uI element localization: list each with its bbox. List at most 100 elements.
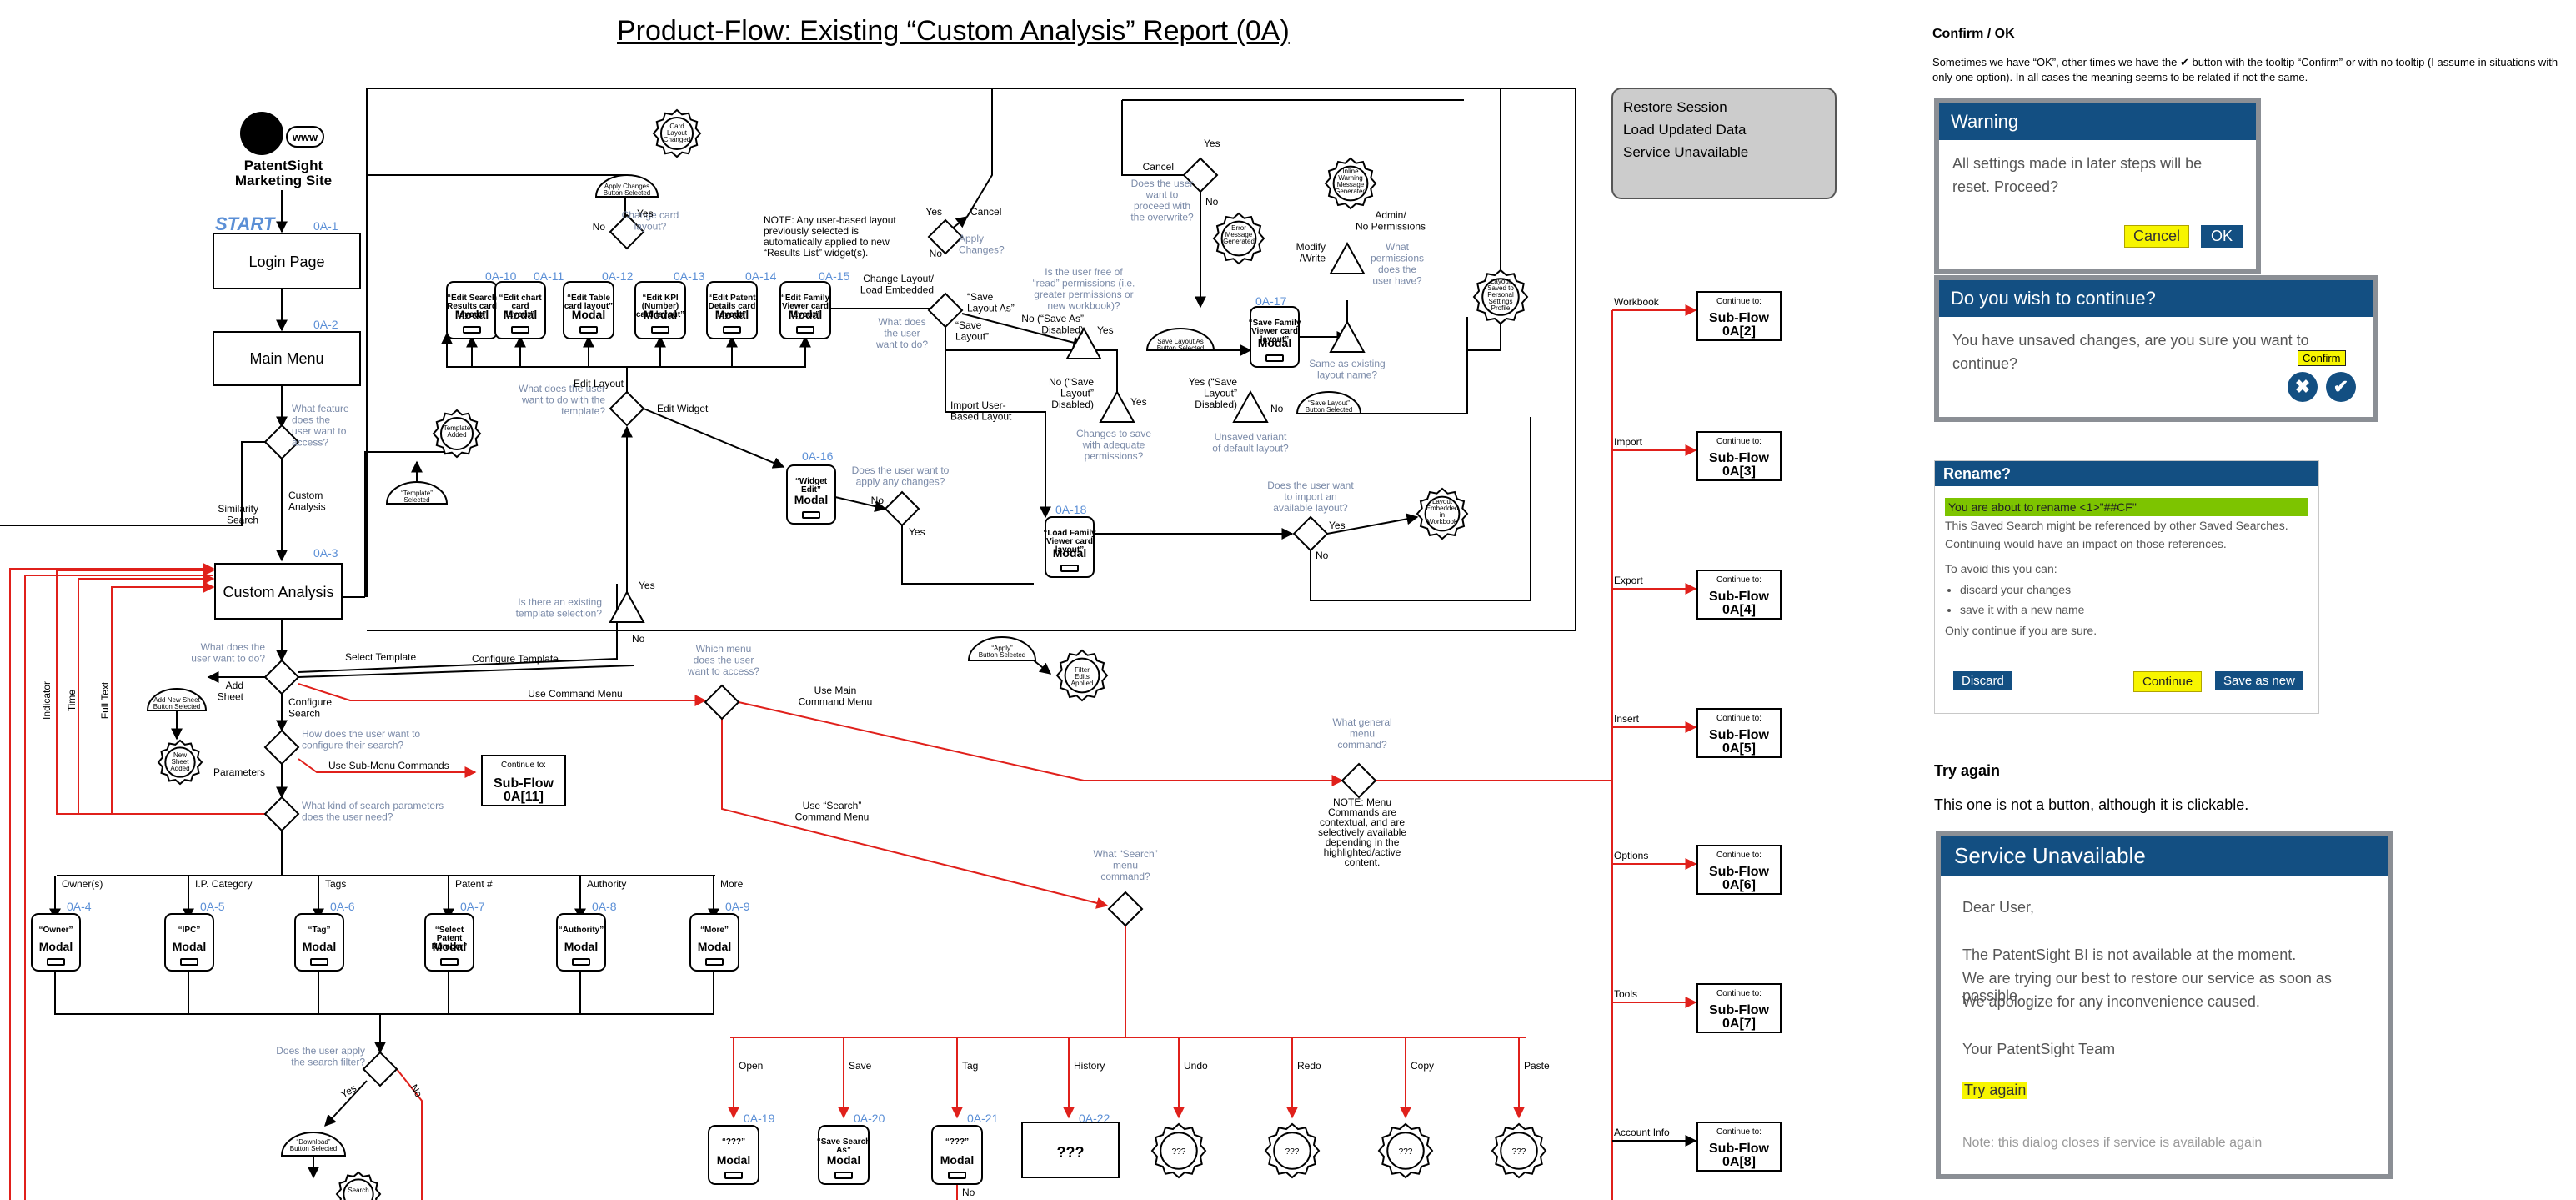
label: Time	[66, 690, 78, 712]
connector	[380, 971, 714, 1015]
param-modal-1-label: Modal	[173, 940, 206, 953]
card-modal-3-label: Modal	[644, 308, 677, 321]
param-modal-3	[424, 913, 474, 972]
card-modal-4-button-icon	[723, 326, 741, 334]
param-modal-4	[556, 913, 606, 972]
service-line-1: The PatentSight BI is not available at t…	[1962, 946, 2297, 963]
label: 0A-12	[602, 269, 634, 283]
label: Copy	[1411, 1060, 1434, 1072]
warning-dialog-body: All settings made in later steps will be…	[1952, 155, 2203, 195]
connector	[1121, 100, 1184, 176]
card-changed-gear-inner	[659, 116, 694, 151]
www-label: www	[292, 131, 318, 143]
layout-embedded-gear-inner	[1424, 495, 1461, 532]
rename-dialog-title: Rename?	[1935, 461, 2318, 486]
continue-button[interactable]: Continue	[2133, 671, 2203, 692]
label: Import	[1614, 436, 1643, 448]
connector	[364, 451, 449, 597]
label: Yes	[1204, 138, 1220, 149]
error-message-gear-inner	[1220, 220, 1257, 257]
red-connector	[111, 581, 265, 815]
label: Use Command Menu	[528, 688, 622, 700]
bottom-modal-0-label: Modal	[717, 1153, 750, 1167]
try-again-link[interactable]: Try again	[1962, 1082, 2028, 1099]
card-modal-4	[706, 281, 758, 339]
label: No	[1316, 550, 1329, 561]
continue-dialog: Do you wish to continue? You have unsave…	[1934, 275, 2378, 422]
rename-dialog: Rename? You are about to rename <1>"##CF…	[1934, 460, 2319, 714]
label: Continue to:	[1716, 714, 1762, 723]
checkmark-icon[interactable]: ✔	[2326, 372, 2356, 402]
continue-dialog-body: You have unsaved changes, are you sure y…	[1952, 332, 2309, 372]
ok-button[interactable]: OK	[2201, 225, 2243, 248]
confirm-section-title: Confirm / OK	[1932, 27, 2015, 41]
main-menu-label: Main Menu	[249, 350, 323, 367]
label: “Template”Selected	[401, 490, 433, 504]
import-available-diamond	[1292, 515, 1329, 552]
search-gear-inner	[343, 1178, 374, 1200]
unsaved-variant-triangle	[1232, 389, 1269, 423]
param-modal-4-button-icon	[572, 958, 590, 966]
bottom-modal-1-label: Modal	[827, 1153, 860, 1167]
label: Import User-Based Layout	[950, 399, 1012, 422]
label: Select Template	[345, 651, 416, 663]
red-connector	[738, 701, 1344, 786]
subflow-box-3	[1696, 708, 1782, 758]
unknown-box-label: ???	[1057, 1144, 1085, 1161]
label: Yes	[925, 206, 942, 218]
label: Edit Widget	[657, 403, 709, 414]
label: 0A-16	[802, 449, 834, 463]
save-as-new-button[interactable]: Save as new	[2215, 671, 2303, 690]
new-sheet-gear-inner	[164, 746, 196, 778]
label: Export	[1614, 575, 1643, 586]
close-icon[interactable]: ✖	[2288, 372, 2318, 402]
www-badge	[286, 126, 324, 148]
cancel-button[interactable]: Cancel	[2124, 225, 2190, 248]
warning-dialog-title: Warning	[1939, 103, 2256, 140]
connector	[318, 971, 380, 1015]
load-updated-data-label: Load Updated Data	[1623, 122, 1747, 138]
label: Tag	[962, 1060, 978, 1072]
label: Yes	[1130, 396, 1147, 408]
label: ???	[1172, 1147, 1186, 1157]
discard-button[interactable]: Discard	[1953, 671, 2012, 690]
rename-body-line-2: Continuing would have an impact on those…	[1945, 537, 2227, 550]
restore-session-label: Restore Session	[1623, 99, 1727, 115]
label: More	[720, 878, 744, 890]
label: No	[632, 633, 645, 645]
permissions-triangle	[1329, 241, 1366, 274]
rename-only-text: Only continue if you are sure.	[1945, 624, 2097, 637]
service-greeting: Dear User,	[1962, 899, 2035, 916]
red-connector	[298, 683, 707, 706]
how-configure-diamond	[263, 729, 300, 766]
subflow-box-6	[1696, 1122, 1782, 1172]
label: 0A-9	[725, 900, 750, 913]
label: Search	[348, 1187, 368, 1194]
label: Continue to:	[1716, 989, 1762, 998]
subflow-box-4	[1696, 845, 1782, 895]
rename-avoid-text: To avoid this you can:	[1945, 562, 2057, 575]
card-modal-2-label: Modal	[572, 308, 605, 321]
label: Yes	[1329, 520, 1346, 531]
label: 0A-8	[592, 900, 617, 913]
label: History	[1074, 1060, 1105, 1072]
label: Edit Layout	[574, 378, 624, 389]
